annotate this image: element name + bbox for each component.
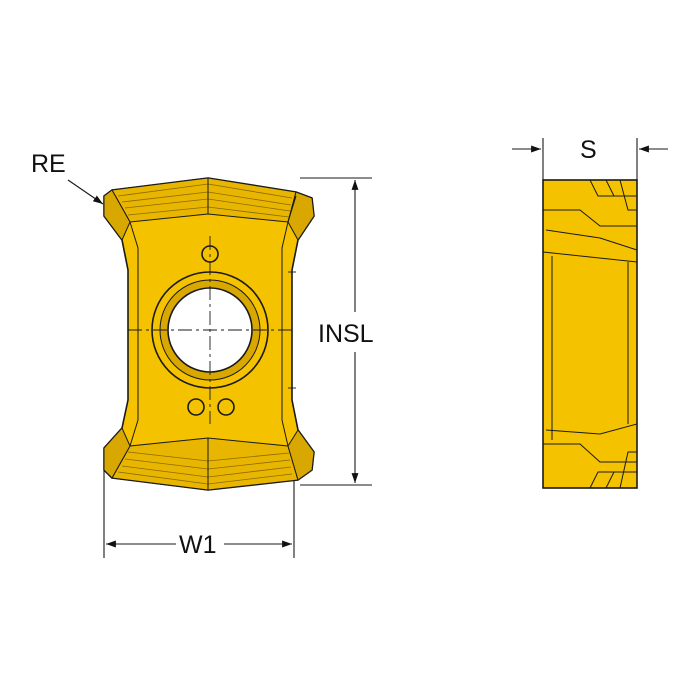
label-re: RE <box>31 150 66 178</box>
indicator-dot-right <box>217 398 235 416</box>
label-w1: W1 <box>179 531 217 559</box>
dimension-lines <box>67 138 668 558</box>
side-body <box>542 179 638 489</box>
indicator-dot-left <box>187 398 205 416</box>
label-insl: INSL <box>318 320 374 348</box>
insert-top-view <box>103 177 315 491</box>
insert-side-view <box>542 179 638 489</box>
label-s: S <box>580 136 597 164</box>
